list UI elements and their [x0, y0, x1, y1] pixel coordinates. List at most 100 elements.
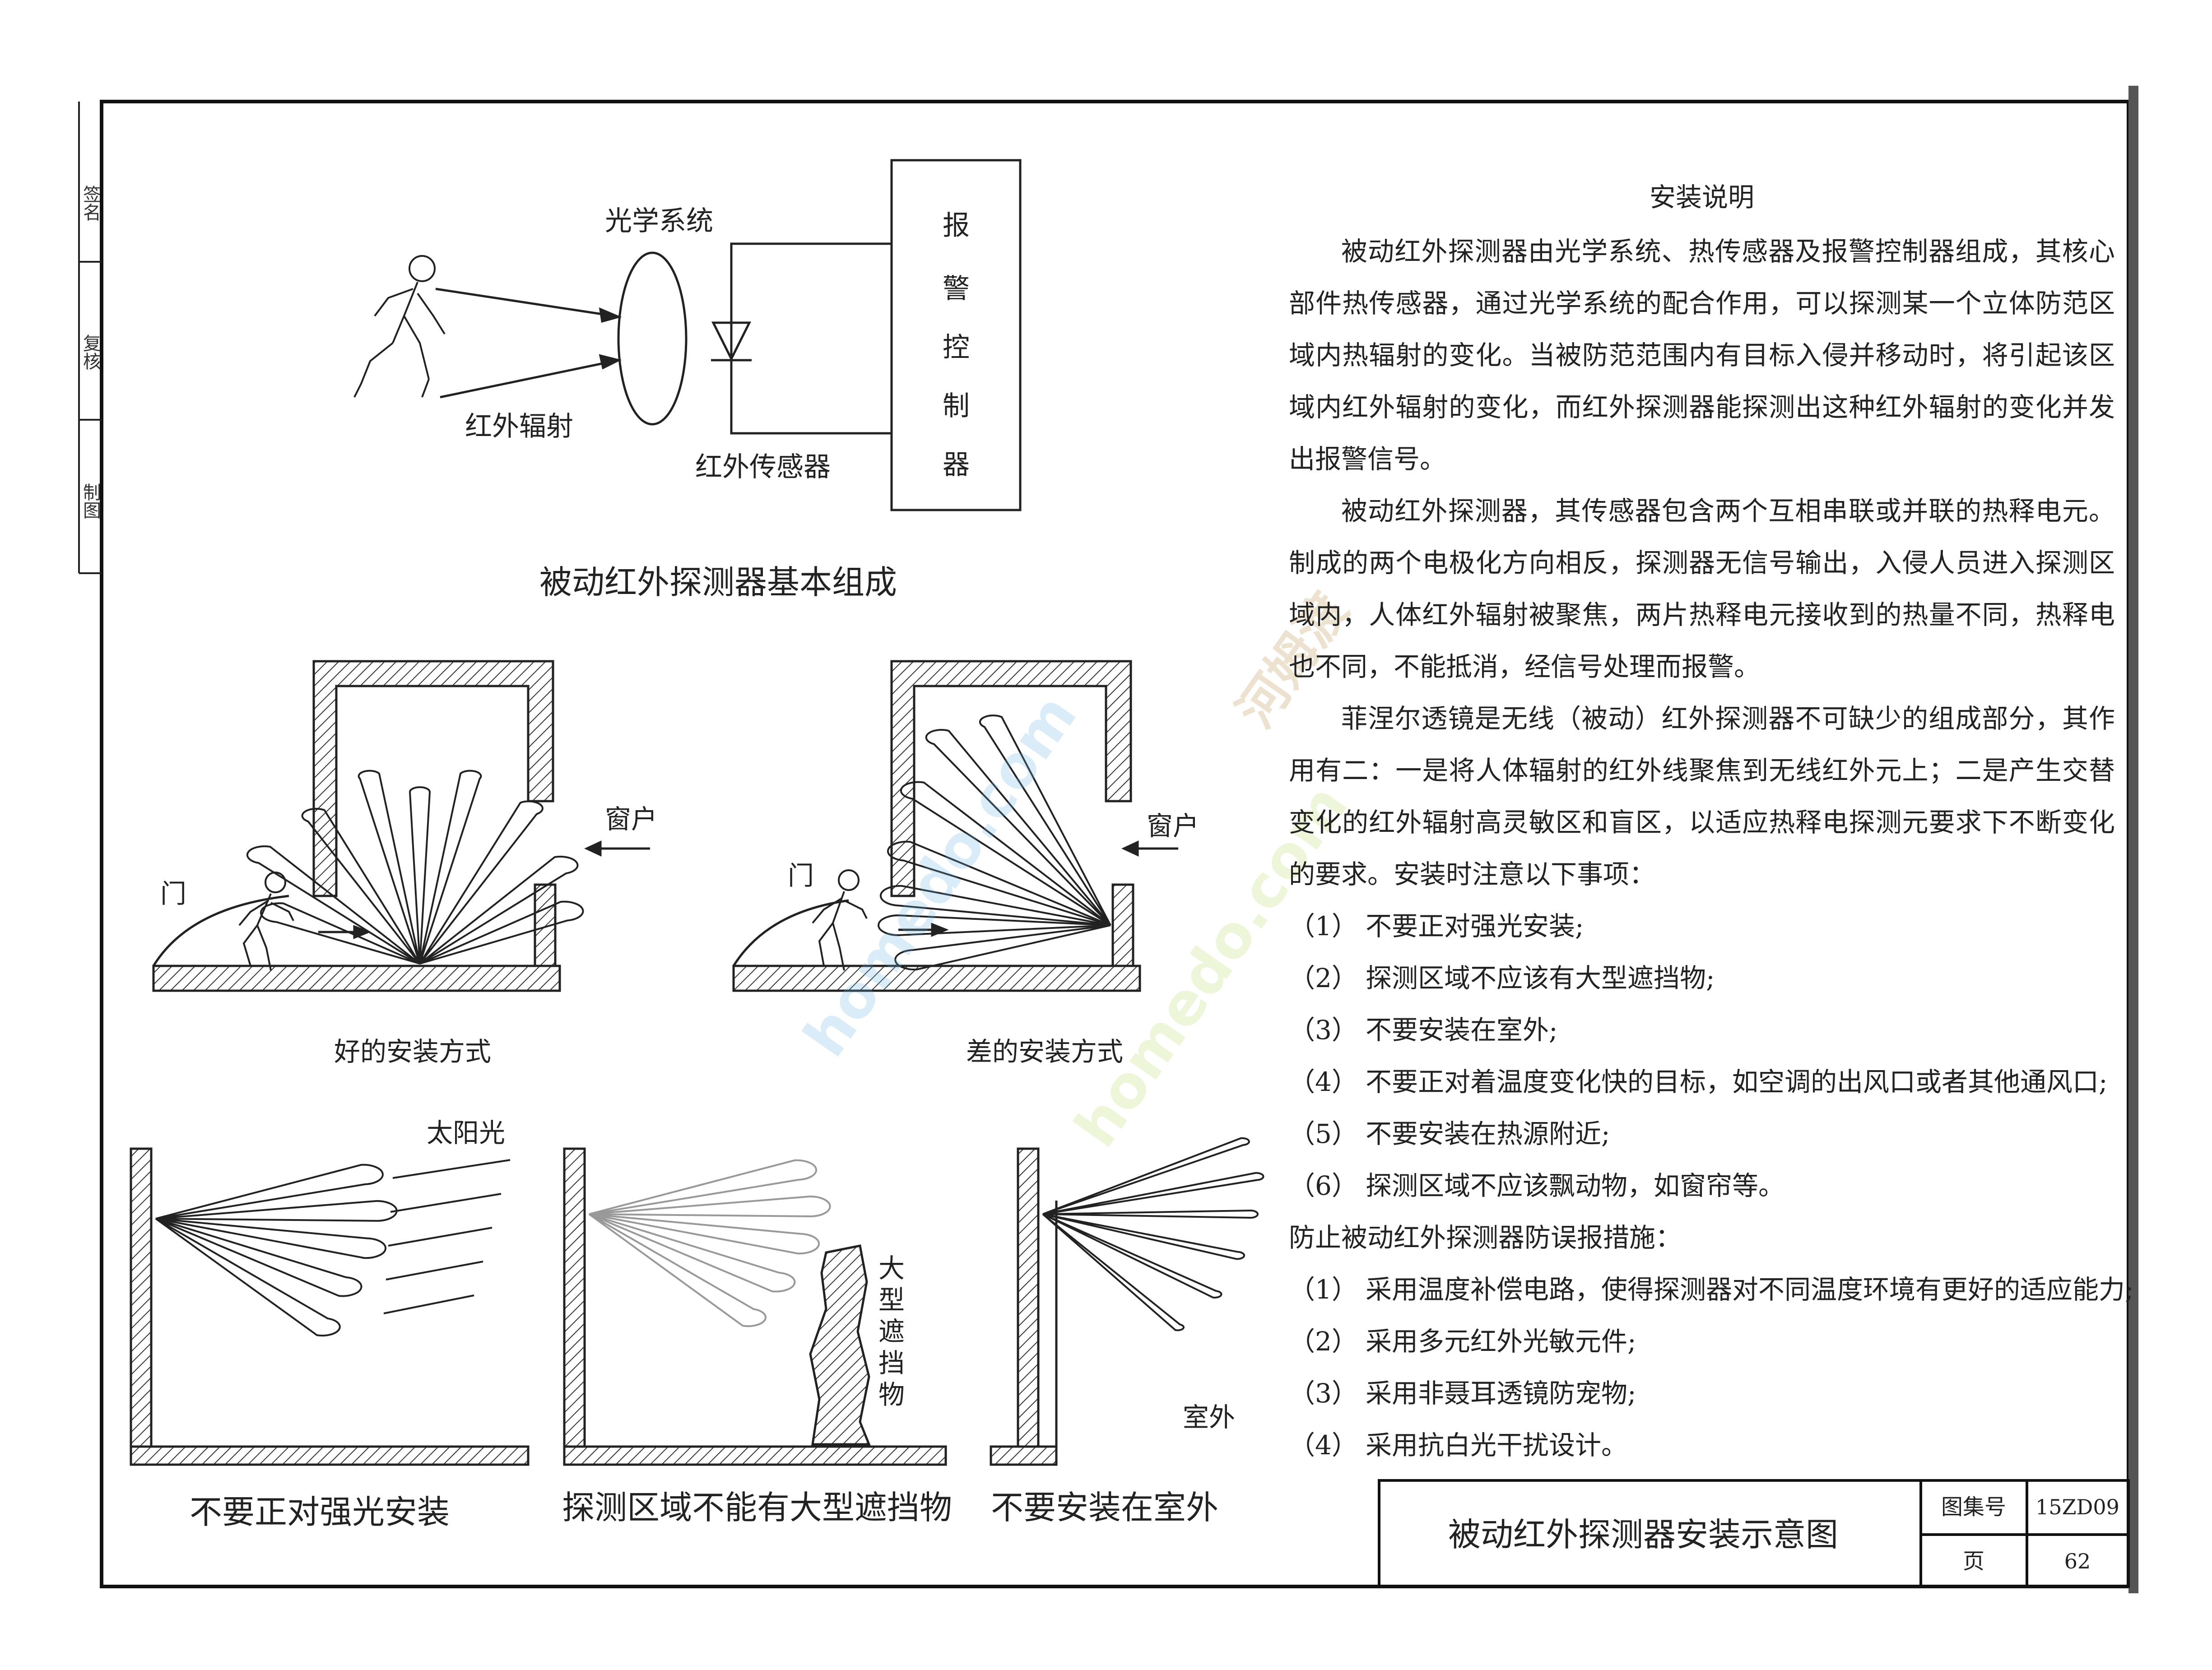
installation-notes: 安装说明 被动红外探测器由光学系统、热传感器及报警控制器组成，其核心部件热传感器…	[1289, 172, 2134, 1471]
controller-char-3: 控	[943, 332, 970, 363]
bad-person	[812, 869, 868, 971]
detection-beam	[887, 840, 1111, 926]
sunlight-arrow	[388, 1227, 493, 1247]
install-item-5: （5）不要安装在热源附近;	[1289, 1118, 1610, 1149]
detection-beam	[260, 902, 420, 965]
page-value: 62	[2064, 1549, 2091, 1573]
good-person	[238, 872, 294, 971]
atlas-value: 15ZD09	[2035, 1495, 2119, 1519]
detection-beam	[1042, 1137, 1250, 1215]
prevent-item-2: （2）采用多元红外光敏元件;	[1289, 1326, 1636, 1357]
bad-install-diagram	[732, 660, 1178, 992]
notes-paragraph-2: 被动红外探测器，其传感器包含两个互相串联或并联的热释电元。制成的两个电极化方向相…	[1289, 496, 2115, 682]
detection-beam	[419, 770, 482, 964]
install-item-6: （6）探测区域不应该飘动物，如窗帘等。	[1289, 1170, 1785, 1201]
controller-char-1: 报	[943, 210, 970, 241]
detection-beam	[419, 800, 544, 965]
strong-light-caption: 不要正对强光安装	[190, 1493, 450, 1531]
outdoor-caption: 不要安装在室外	[991, 1489, 1218, 1526]
side-margin: 签名 复核 制图	[78, 102, 102, 574]
detection-beam	[879, 885, 1111, 926]
prevent-item-3: （3）采用非聂耳透镜防宠物;	[1289, 1378, 1636, 1409]
good-door-label: 门	[160, 878, 186, 909]
prevent-item-4: （4）采用抗白光干扰设计。	[1289, 1430, 1628, 1461]
detection-beam	[1042, 1172, 1264, 1215]
ir-sensor-label: 红外传感器	[695, 451, 831, 483]
atlas-label: 图集号	[1941, 1494, 2006, 1520]
prevent-title: 防止被动红外探测器防误报措施：	[1289, 1222, 1682, 1253]
notes-title: 安装说明	[1649, 182, 1754, 213]
notes-paragraph-1: 被动红外探测器由光学系统、热传感器及报警控制器组成，其核心部件热传感器，通过光学…	[1289, 236, 2115, 474]
detection-beam	[925, 729, 1111, 926]
detection-beam	[246, 845, 421, 965]
optical-system-label: 光学系统	[605, 205, 713, 237]
bad-window-label: 窗户	[1147, 811, 1199, 841]
detection-beam	[1042, 1213, 1222, 1299]
scan-shadow	[2128, 86, 2138, 1593]
controller-char-2: 警	[943, 273, 970, 305]
obstacle-char-2: 型	[878, 1285, 905, 1315]
prevent-item-1: （1）采用温度补偿电路，使得探测器对不同温度环境有更好的适应能力;	[1289, 1274, 2134, 1305]
obstacle-char-1: 大	[878, 1253, 905, 1284]
detection-beam	[409, 786, 431, 964]
intruder-figure	[353, 255, 446, 398]
detection-beam	[588, 1213, 767, 1327]
alarm-controller-box	[890, 159, 1022, 511]
detection-beam	[589, 1213, 820, 1255]
install-item-2: （2）探测区域不应该有大型遮挡物;	[1289, 963, 1715, 993]
ir-sensor-symbol	[711, 321, 752, 362]
ir-radiation-label: 红外辐射	[465, 411, 573, 442]
controller-char-4: 制	[943, 390, 970, 422]
obstacle-caption: 探测区域不能有大型遮挡物	[562, 1489, 952, 1526]
good-install-caption: 好的安装方式	[334, 1036, 491, 1067]
detection-beam	[894, 924, 1111, 971]
obstacle-char-3: 遮	[878, 1316, 905, 1347]
detection-beam	[419, 855, 579, 965]
sunlight-arrow	[390, 1193, 502, 1213]
detection-beam	[1042, 1213, 1185, 1331]
title-block	[1378, 1479, 2130, 1588]
detection-beam	[155, 1218, 341, 1337]
good-window-label: 窗户	[605, 804, 657, 835]
detection-beam	[1042, 1213, 1245, 1260]
detection-beam	[900, 781, 1111, 926]
notes-paragraph-3: 菲涅尔透镜是无线（被动）红外探测器不可缺少的组成部分，其作用有二：一是将人体辐射…	[1289, 703, 2115, 890]
controller-char-5: 器	[943, 449, 970, 481]
sunlight-arrow	[392, 1159, 511, 1179]
detection-beam	[589, 1195, 831, 1217]
side-label-sign: 签名	[80, 185, 101, 221]
good-install-diagram	[152, 660, 650, 992]
detection-beam	[589, 1159, 817, 1215]
outdoor-label: 室外	[1183, 1402, 1235, 1433]
install-item-1: （1）不要正对强光安装;	[1289, 911, 1584, 942]
obstacle-char-5: 物	[878, 1379, 905, 1410]
side-label-draw: 制图	[80, 483, 101, 519]
detection-beam	[1042, 1209, 1259, 1219]
basic-composition-diagram	[353, 159, 1022, 511]
detection-beam	[358, 770, 421, 964]
optical-lens	[617, 251, 688, 426]
large-obstacle	[809, 1244, 871, 1446]
detection-beam	[155, 1164, 384, 1220]
detection-beam	[155, 1200, 398, 1222]
strong-light-diagram	[130, 1147, 530, 1466]
drawing-title: 被动红外探测器安装示意图	[1448, 1516, 1838, 1554]
sunlight-arrow	[383, 1294, 474, 1314]
side-label-check: 复核	[80, 334, 101, 370]
page-label: 页	[1963, 1549, 1984, 1574]
detection-beam	[878, 914, 1111, 937]
detection-beam	[155, 1218, 387, 1259]
outdoor-diagram	[990, 1137, 1264, 1466]
bad-install-caption: 差的安装方式	[966, 1036, 1123, 1067]
detection-beam	[589, 1213, 796, 1293]
detection-beam	[155, 1218, 362, 1297]
bad-door-label: 门	[788, 860, 814, 891]
sunlight-arrow	[386, 1261, 483, 1280]
detection-beam	[419, 900, 584, 965]
obstacle-diagram	[563, 1147, 947, 1466]
bad-beams	[878, 714, 1111, 971]
detection-beam	[979, 714, 1111, 926]
install-item-3: （3）不要安装在室外;	[1289, 1015, 1558, 1045]
good-beams	[246, 770, 584, 965]
